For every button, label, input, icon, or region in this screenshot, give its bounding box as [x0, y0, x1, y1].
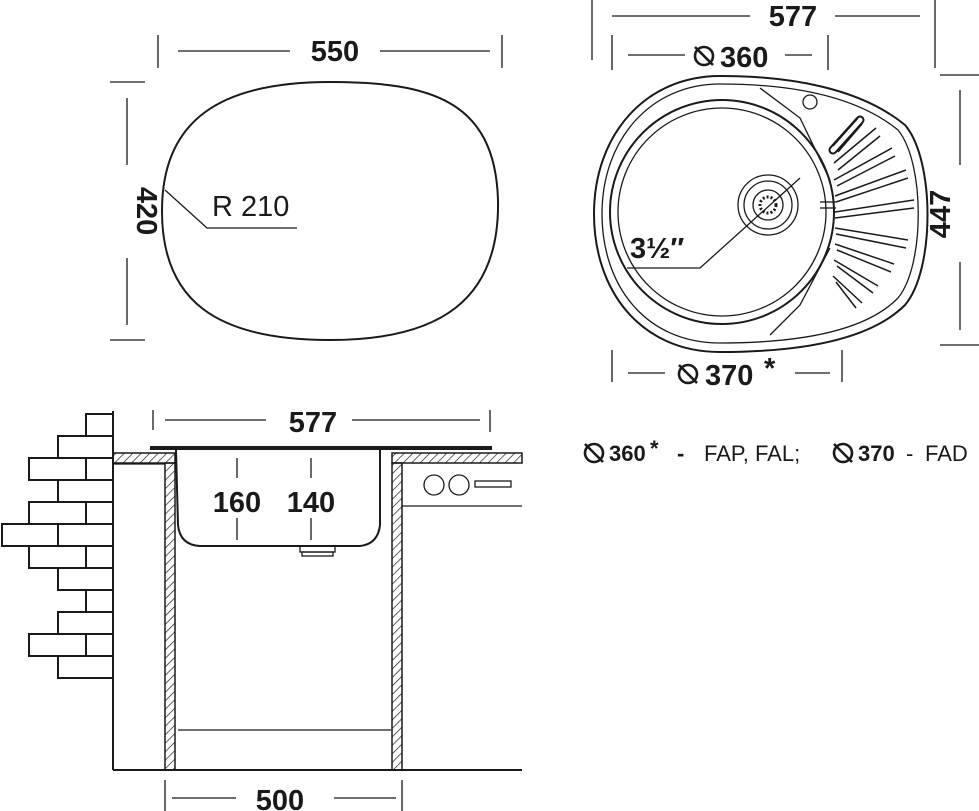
- legend-item1-models: FAP, FAL;: [704, 441, 800, 466]
- drain-size-label: 3½″: [630, 233, 684, 265]
- sink-section: [150, 446, 492, 557]
- height-dimension: 420: [110, 81, 162, 341]
- diameter-icon: [583, 442, 605, 464]
- model-legend: 360 * - FAP, FAL; 370 - FAD: [583, 436, 968, 466]
- countertop: [112, 452, 523, 464]
- bowl-outline: [609, 99, 835, 325]
- height-label: 420: [130, 187, 162, 235]
- cabinet-width-dimension: 500: [164, 780, 403, 811]
- brick-wall: [1, 411, 114, 770]
- diameter-icon: [832, 442, 854, 464]
- section-view: 577 160 140 500: [1, 407, 523, 811]
- appliance-knob: [423, 474, 445, 496]
- drainboard-ribs: [832, 117, 915, 309]
- depth-140-label: 140: [287, 487, 335, 519]
- depth-dimensions: 160 140: [213, 458, 335, 540]
- radius-callout: R 210: [164, 189, 297, 229]
- height-dimension: 447: [925, 74, 979, 346]
- appliance-display: [474, 480, 512, 488]
- drainboard-ribs: [828, 115, 865, 155]
- width-label: 550: [311, 36, 359, 68]
- legend-item1-mark: *: [650, 436, 659, 461]
- section-width-label: 577: [289, 407, 337, 439]
- cabinet-walls: [113, 462, 522, 771]
- overall-width-dimension: 577: [591, 0, 936, 68]
- overall-width-label: 577: [769, 1, 817, 33]
- height-label: 447: [925, 190, 957, 238]
- bowl-diameter-dimension: 360: [611, 35, 829, 74]
- outer-diameter-asterisk: *: [764, 353, 776, 385]
- legend-item2-models: FAD: [925, 441, 968, 466]
- drain-callout: 3½″: [627, 177, 801, 269]
- appliance: [402, 474, 522, 507]
- legend-item2-value: 370: [858, 441, 895, 466]
- outer-diameter-label: 370: [705, 360, 753, 392]
- depth-160-label: 160: [213, 487, 261, 519]
- outer-diameter-dimension: 370 *: [611, 350, 843, 392]
- round-sink-top-view: 3½″ 577 360 370 *: [591, 0, 979, 392]
- diameter-icon: [677, 363, 699, 385]
- legend-item1-value: 360: [609, 441, 646, 466]
- oval-outline: [160, 80, 500, 342]
- width-dimension: 550: [157, 35, 503, 68]
- bowl-diameter-label: 360: [720, 42, 768, 74]
- legend-item2-separator: -: [906, 441, 913, 466]
- tap-hole: [802, 94, 818, 110]
- sink-outer-outline: [592, 74, 929, 354]
- appliance-knob: [448, 474, 470, 496]
- oval-top-view: 550 420 R 210: [110, 35, 503, 342]
- section-width-dimension: 577: [152, 407, 491, 439]
- diameter-icon: [693, 45, 715, 67]
- drain-fitting: [737, 174, 836, 236]
- radius-label: R 210: [212, 191, 289, 223]
- cabinet-width-label: 500: [256, 785, 304, 811]
- legend-item1-separator: -: [677, 441, 684, 466]
